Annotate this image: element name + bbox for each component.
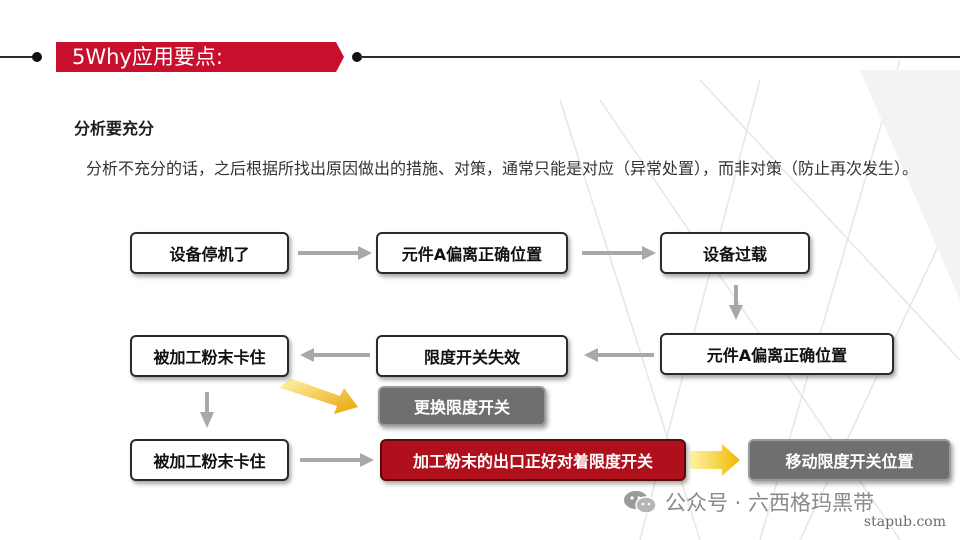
arrow-b5-b6 bbox=[300, 348, 370, 362]
arrow-b3-b4 bbox=[729, 285, 743, 320]
flow-box-equipment-overload: 设备过载 bbox=[660, 232, 810, 274]
wechat-icon bbox=[624, 491, 657, 514]
arrow-b6-b7 bbox=[280, 378, 358, 414]
watermark: 公众号 · 六西格玛黑带 bbox=[623, 487, 874, 517]
flow-box-powder-stuck: 被加工粉末卡住 bbox=[130, 335, 289, 377]
arrow-b6-b8 bbox=[200, 392, 214, 428]
flow-box-replace-limit-switch: 更换限度开关 bbox=[378, 386, 546, 426]
header-dot-right bbox=[352, 52, 362, 62]
flow-box-component-a-offset: 元件A偏离正确位置 bbox=[376, 232, 568, 274]
arrow-b1-b2 bbox=[298, 246, 372, 260]
watermark-text: 公众号 · 六西格玛黑带 bbox=[665, 491, 875, 515]
header-dot-left bbox=[32, 52, 42, 62]
flow-box-move-limit-switch: 移动限度开关位置 bbox=[748, 439, 951, 481]
site-watermark: stapub.com bbox=[863, 514, 946, 530]
flow-box-root-cause: 加工粉末的出口正好对着限度开关 bbox=[380, 439, 686, 481]
arrow-b9-b10 bbox=[690, 444, 740, 476]
header-banner bbox=[56, 42, 344, 72]
arrow-b2-b3 bbox=[582, 246, 656, 260]
flow-box-component-a-offset-2: 元件A偏离正确位置 bbox=[660, 333, 894, 375]
arrow-b4-b5 bbox=[584, 348, 654, 362]
body-paragraph: 分析不充分的话，之后根据所找出原因做出的措施、对策，通常只能是对应（异常处置），… bbox=[86, 159, 919, 178]
arrow-b8-b9 bbox=[300, 453, 374, 467]
header-title: 5Why应用要点: bbox=[72, 45, 223, 69]
section-heading: 分析要充分 bbox=[74, 119, 155, 138]
flow-box-limit-switch-failed: 限度开关失效 bbox=[376, 335, 568, 377]
flow-box-powder-stuck-2: 被加工粉末卡住 bbox=[130, 439, 289, 481]
header-rule-left bbox=[0, 56, 40, 58]
flow-box-equipment-stopped: 设备停机了 bbox=[130, 232, 289, 274]
header-rule-right bbox=[360, 56, 960, 58]
